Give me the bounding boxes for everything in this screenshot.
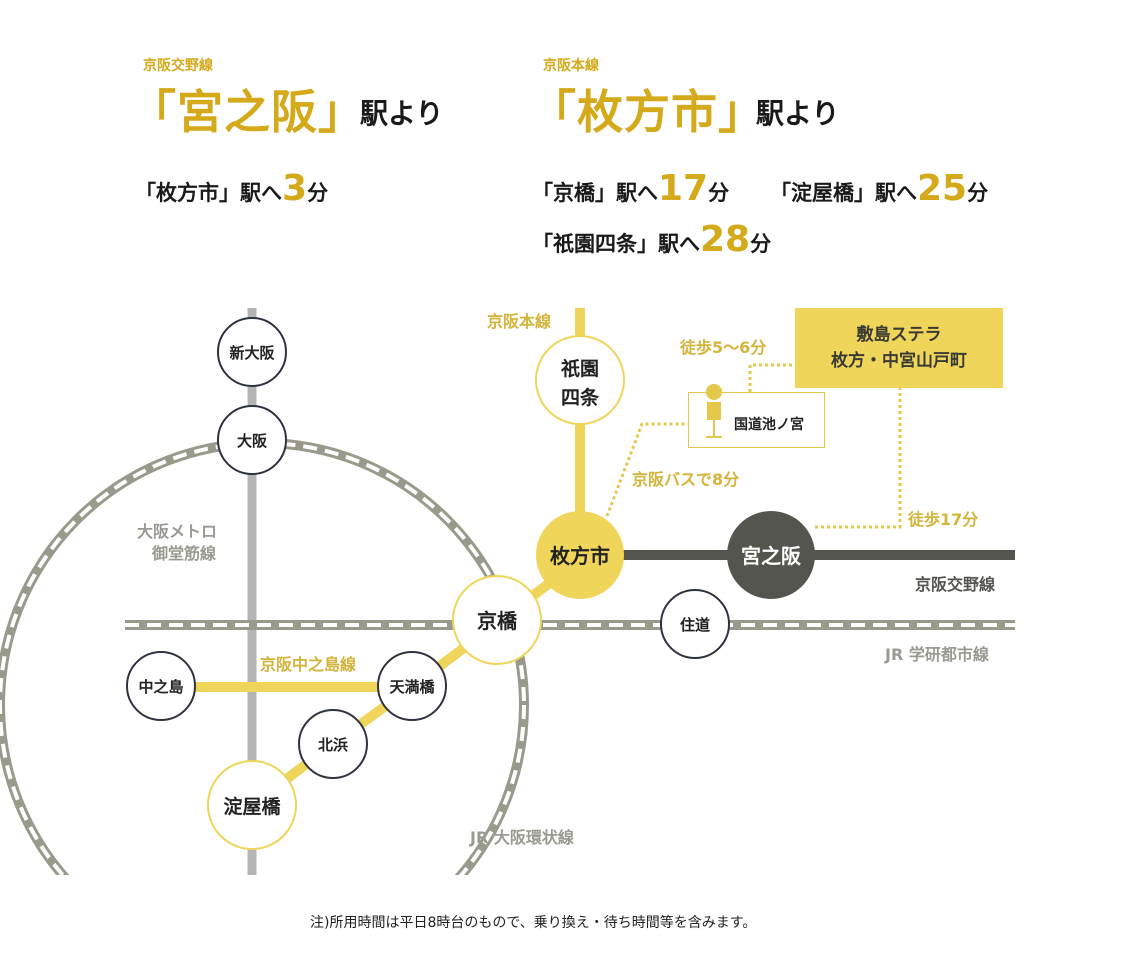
label-jr-gakkentoshi: JR 学研都市線 <box>885 645 989 664</box>
right-route-1: 「京橋」駅へ17分 <box>532 168 729 209</box>
destination-name: 敷島ステラ <box>856 325 942 345</box>
station-label: 天満橋 <box>389 678 435 696</box>
station-gion-shijo[interactable]: 祇園 四条 <box>535 335 625 425</box>
right-station-title: 「枚方市」 <box>530 85 765 139</box>
station-nakanoshima[interactable]: 中之島 <box>126 651 196 721</box>
label-metro-1: 大阪メトロ <box>137 522 218 541</box>
walk-from-bus-dotted <box>748 363 795 392</box>
label-metro-2: 御堂筋線 <box>152 544 217 563</box>
route-prefix: 「淀屋橋」駅へ <box>770 181 917 205</box>
route-prefix: 「枚方市」駅へ <box>135 181 282 205</box>
right-route-3: 「祇園四条」駅へ28分 <box>532 219 771 260</box>
station-label-line1: 祇園 <box>560 357 599 380</box>
left-route-1: 「枚方市」駅へ3分 <box>135 168 328 209</box>
footnote: 注)所用時間は平日8時台のもので、乗り換え・待ち時間等を含みます。 <box>310 915 757 931</box>
route-unit: 分 <box>750 232 772 256</box>
route-unit: 分 <box>967 181 989 205</box>
jr-loop-line <box>0 438 529 875</box>
label-keihan-main: 京阪本線 <box>487 312 552 331</box>
route-prefix: 「祇園四条」駅へ <box>532 232 700 256</box>
left-line-name: 京阪交野線 <box>143 58 213 74</box>
station-temmabashi[interactable]: 天満橋 <box>377 651 447 721</box>
station-label: 北浜 <box>318 736 348 754</box>
destination-address: 枚方・中宮山戸町 <box>831 351 967 371</box>
route-minutes: 28 <box>700 219 751 260</box>
bus-route-dotted <box>605 422 690 517</box>
bus-stop-label: 国道池ノ宮 <box>734 417 804 433</box>
route-minutes: 3 <box>282 168 308 209</box>
right-title-suffix: 駅より <box>756 97 840 130</box>
station-label: 大阪 <box>237 432 268 450</box>
route-unit: 分 <box>307 181 329 205</box>
station-osaka[interactable]: 大阪 <box>217 405 287 475</box>
left-title-suffix: 駅より <box>360 97 444 130</box>
route-prefix: 「京橋」駅へ <box>532 181 658 205</box>
label-keihan-nakanoshima: 京阪中之島線 <box>260 655 357 674</box>
station-label: 京橋 <box>477 609 518 633</box>
station-label: 淀屋橋 <box>223 795 281 818</box>
station-label: 枚方市 <box>550 544 610 568</box>
label-jr-loop: JR 大阪環状線 <box>470 828 574 847</box>
right-line-name: 京阪本線 <box>543 58 599 74</box>
station-miyanosaka[interactable]: 宮之阪 <box>727 511 815 599</box>
destination-box: 敷島ステラ 枚方・中宮山戸町 <box>795 308 1003 388</box>
right-route-2: 「淀屋橋」駅へ25分 <box>770 168 988 209</box>
station-kyobashi[interactable]: 京橋 <box>452 575 542 665</box>
station-label: 住道 <box>680 616 710 634</box>
station-shin-osaka[interactable]: 新大阪 <box>217 317 287 387</box>
walk-from-station-dotted <box>815 388 902 529</box>
station-hirakatashi[interactable]: 枚方市 <box>536 511 624 599</box>
station-label: 新大阪 <box>229 344 275 362</box>
station-label-line2: 四条 <box>561 386 600 409</box>
bus-stop-pole-icon <box>706 384 722 438</box>
station-label: 宮之阪 <box>741 544 802 568</box>
station-kitahama[interactable]: 北浜 <box>298 709 368 779</box>
route-unit: 分 <box>708 181 730 205</box>
route-minutes: 17 <box>658 168 709 209</box>
station-label: 中之島 <box>138 678 183 696</box>
left-station-title: 「宮之阪」 <box>130 85 365 139</box>
label-keihan-katano: 京阪交野線 <box>915 575 996 594</box>
station-yodoyabashi[interactable]: 淀屋橋 <box>207 760 297 850</box>
label-keihan-bus: 京阪バスで8分 <box>632 470 740 489</box>
route-minutes: 25 <box>917 168 968 209</box>
label-walk-from-bus: 徒歩5〜6分 <box>680 338 767 357</box>
label-walk-from-station: 徒歩17分 <box>908 510 979 529</box>
station-sumimichi[interactable]: 住道 <box>660 589 730 659</box>
